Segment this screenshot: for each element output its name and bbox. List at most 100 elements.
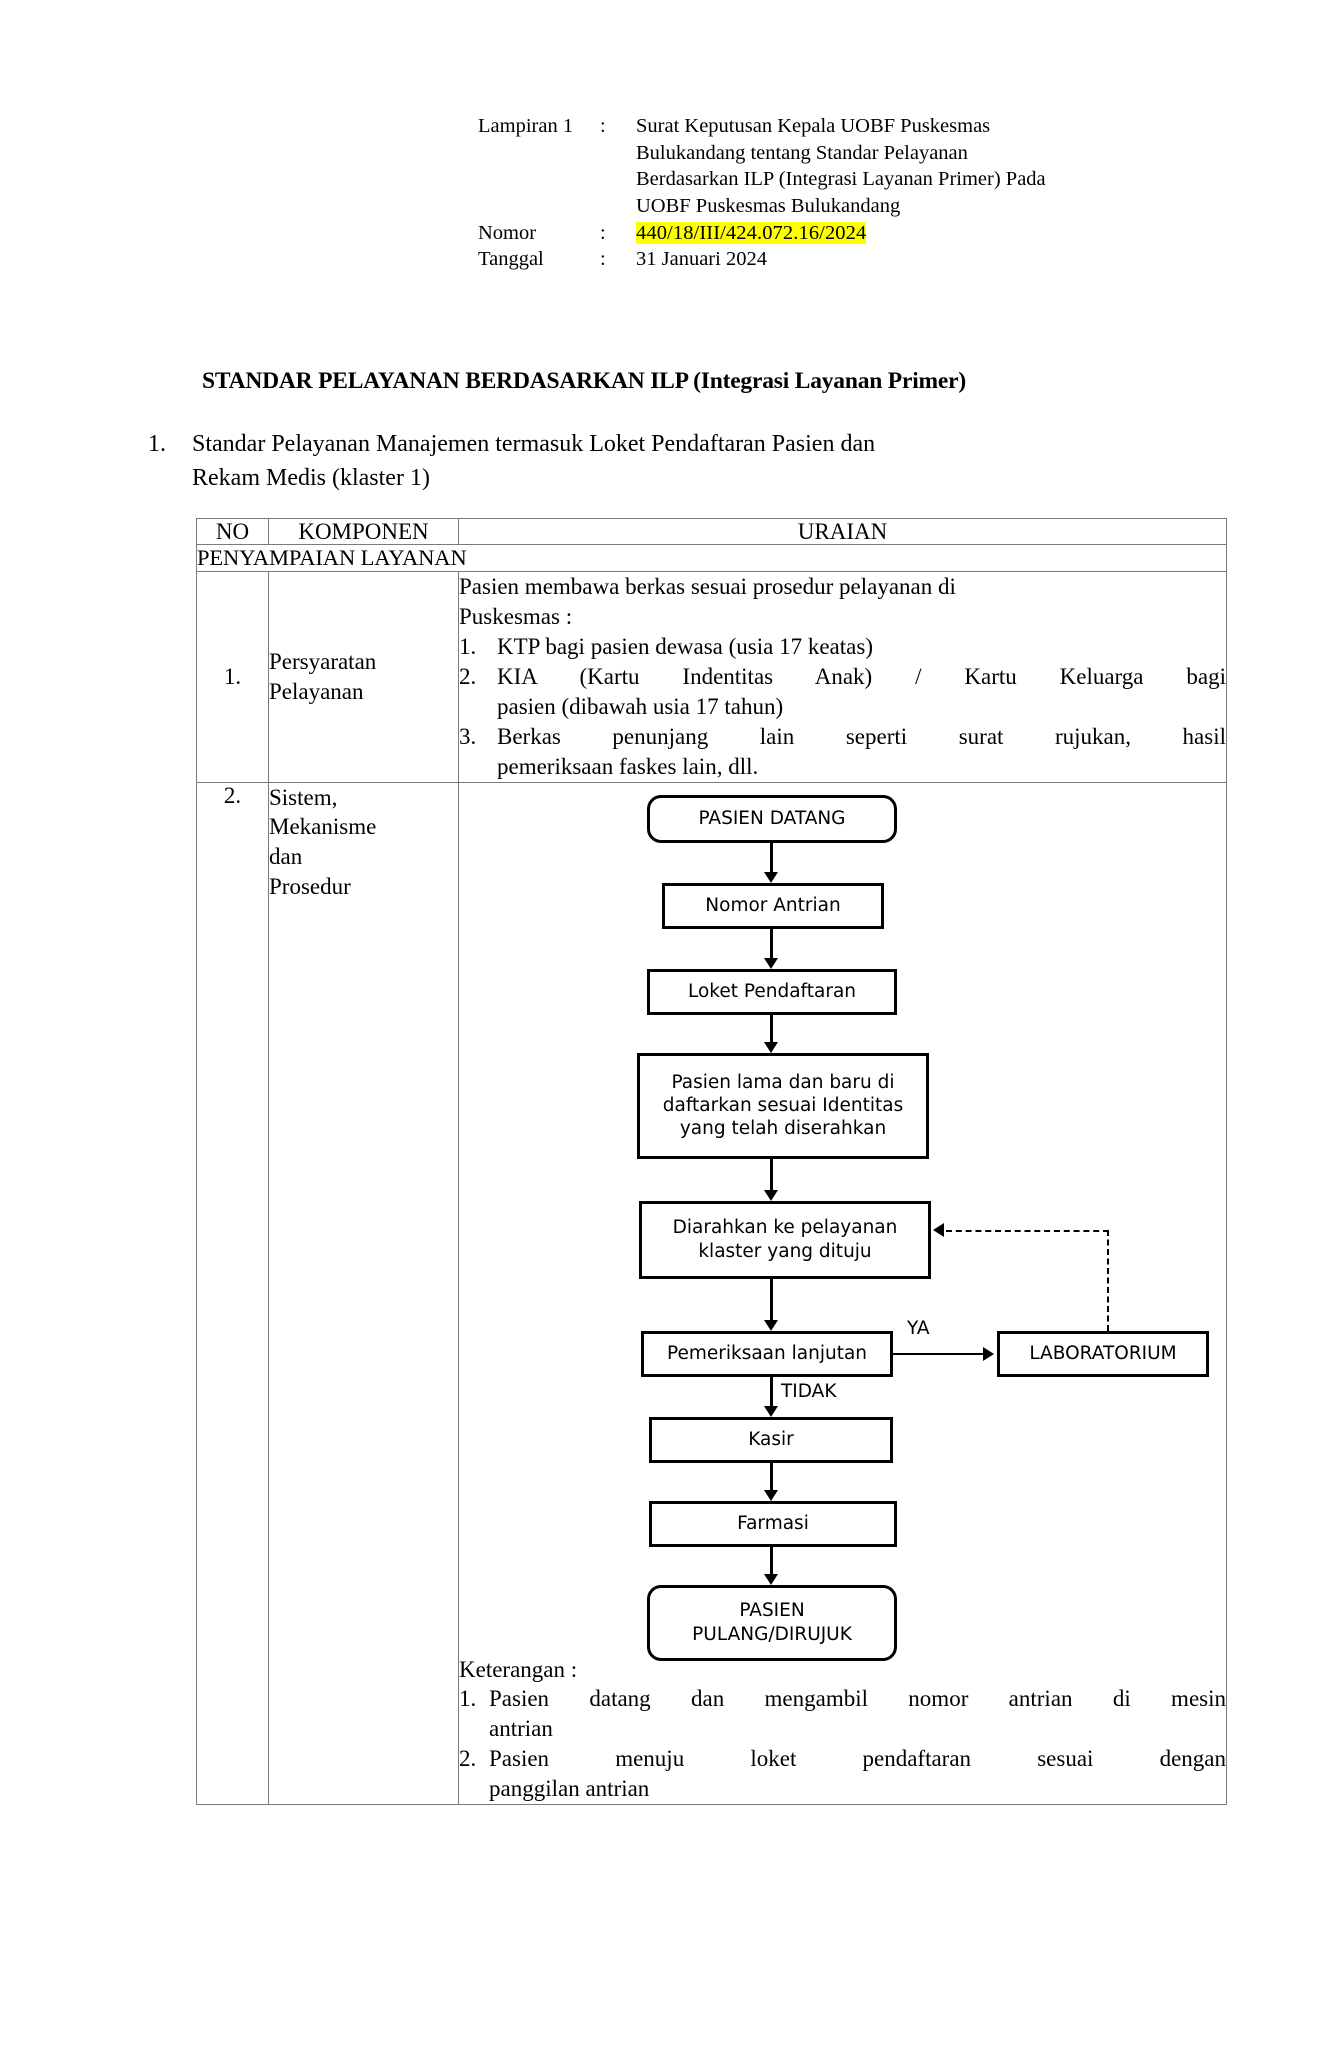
row-1-uraian: Pasien membawa berkas sesuai prosedur pe…: [458, 571, 1227, 783]
flow-connector-1: [770, 842, 773, 877]
row-1-requirements-list: 1. KTP bagi pasien dewasa (usia 17 keata…: [459, 632, 1226, 781]
flow-arrow-4: [764, 1189, 778, 1201]
flow-connector-ya: [893, 1352, 987, 1356]
flow-arrow-ya: [983, 1346, 994, 1361]
header-label-lampiran: Lampiran 1: [478, 115, 574, 137]
keterangan-list: 1. Pasien datang dan mengambil nomor ant…: [459, 1684, 1226, 1804]
flow-connector-7: [770, 1546, 773, 1579]
table-header-row: NO KOMPONEN URAIAN: [196, 517, 1227, 546]
row-1-item-2-body: KIA (Kartu Indentitas Anak) / Kartu Kelu…: [497, 662, 1226, 722]
header-value-lampiran: Surat Keputusan Kepala UOBF Puskesmas Bu…: [636, 113, 1178, 220]
row-2-komponen: Sistem, Mekanisme dan Prosedur: [268, 781, 459, 1805]
flow-arrow-7: [764, 1573, 778, 1585]
keterangan-item-1-body: Pasien datang dan mengambil nomor antria…: [489, 1684, 1226, 1744]
table-header-uraian: URAIAN: [458, 517, 1227, 546]
flow-arrow-3: [764, 1041, 778, 1053]
flow-node-farmasi: Farmasi: [649, 1500, 897, 1547]
nomor-highlighted-value: 440/18/III/424.072.16/2024: [636, 221, 867, 244]
row-1-intro-line-1: Pasien membawa berkas sesuai prosedur pe…: [459, 574, 956, 600]
row-2-komponen-line-3: dan: [269, 844, 303, 870]
flow-node-diarahkan-klaster-line-1: Diarahkan ke pelayanan: [672, 1217, 898, 1239]
row-2-number: 2.: [196, 781, 269, 1805]
row-2-komponen-line-2: Mekanisme: [269, 814, 377, 840]
row-1-item-3-number: 3.: [459, 723, 477, 749]
flow-connector-2: [770, 928, 773, 963]
flow-node-loket-pendaftaran: Loket Pendaftaran: [647, 968, 897, 1015]
row-2-komponen-line-1: Sistem,: [269, 784, 338, 810]
header-row-nomor: Nomor : 440/18/III/424.072.16/2024: [478, 220, 1178, 247]
flow-connector-3: [770, 1014, 773, 1047]
keterangan-item-1-number: 1.: [459, 1686, 477, 1712]
table-row: 2. Sistem, Mekanisme dan Prosedur PASIEN…: [196, 781, 1227, 1805]
list-item: 2. Pasien menuju loket pendaftaran sesua…: [459, 1744, 1226, 1804]
header-value-tanggal: 31 Januari 2024: [636, 246, 1178, 273]
keterangan-item-1-line-1: Pasien datang dan mengambil nomor antria…: [489, 1686, 1226, 1712]
flow-feedback-vertical: [1107, 1229, 1109, 1331]
row-1-number: 1.: [196, 571, 269, 783]
flow-node-pendaftaran-identitas: Pasien lama dan baru di daftarkan sesuai…: [637, 1052, 929, 1159]
keterangan-item-2-line-2: panggilan antrian: [489, 1776, 650, 1802]
row-1-item-1-number: 1.: [459, 634, 477, 660]
flow-connector-tidak: [770, 1376, 773, 1411]
flow-edge-label-ya: YA: [907, 1317, 930, 1339]
row-1-item-3-body: Berkas penunjang lain seperti surat ruju…: [497, 722, 1226, 782]
flow-node-farmasi-label: Farmasi: [737, 1512, 809, 1534]
header-label-tanggal: Tanggal: [478, 248, 544, 271]
row-1-komponen-line-1: Persyaratan: [269, 649, 377, 675]
list-item: 1. Pasien datang dan mengambil nomor ant…: [459, 1684, 1226, 1744]
flow-node-pasien-datang-label: PASIEN DATANG: [698, 807, 846, 829]
tanggal-value: 31 Januari 2024: [636, 248, 767, 271]
row-2-uraian: PASIEN DATANG Nomor Antrian Loket Pendaf: [458, 781, 1227, 1805]
flow-feedback-arrow: [933, 1222, 944, 1237]
header-row-tanggal: Tanggal : 31 Januari 2024: [478, 246, 1178, 273]
row-1-item-2-line-1: KIA (Kartu Indentitas Anak) / Kartu Kelu…: [497, 663, 1226, 689]
row-1-item-3-line-2: pemeriksaan faskes lain, dll.: [497, 753, 759, 779]
service-flow-diagram: PASIEN DATANG Nomor Antrian Loket Pendaf: [459, 789, 1219, 1661]
header-lampiran-line-2: Bulukandang tentang Standar Pelayanan: [636, 141, 968, 164]
flow-node-diarahkan-klaster: Diarahkan ke pelayanan klaster yang ditu…: [639, 1200, 931, 1279]
flow-node-nomor-antrian-label: Nomor Antrian: [705, 894, 841, 916]
page-title: STANDAR PELAYANAN BERDASARKAN ILP (Integ…: [202, 368, 966, 394]
row-1-komponen: Persyaratan Pelayanan: [268, 571, 459, 783]
flow-connector-6: [770, 1462, 773, 1495]
flow-node-nomor-antrian: Nomor Antrian: [662, 882, 884, 929]
row-1-item-2-number: 2.: [459, 663, 477, 689]
header-row-lampiran: Lampiran 1 : Surat Keputusan Kepala UOBF…: [478, 113, 1178, 220]
flow-arrow-6: [764, 1489, 778, 1501]
flow-edge-label-tidak: TIDAK: [781, 1380, 837, 1402]
keterangan-heading: Keterangan :: [459, 1656, 578, 1682]
table-section-row: PENYAMPAIAN LAYANAN: [196, 544, 1227, 573]
keterangan-item-1-line-2: antrian: [489, 1716, 553, 1742]
section-title-penyampaian-layanan: PENYAMPAIAN LAYANAN: [196, 544, 1227, 573]
flow-arrow-5: [764, 1319, 778, 1331]
flow-node-pemeriksaan-lanjutan-label: Pemeriksaan lanjutan: [666, 1342, 868, 1364]
flow-node-loket-pendaftaran-label: Loket Pendaftaran: [688, 980, 856, 1002]
intro-number: 1.: [148, 431, 166, 457]
header-value-nomor: 440/18/III/424.072.16/2024: [636, 220, 1178, 247]
row-1-item-3-line-1: Berkas penunjang lain seperti surat ruju…: [497, 723, 1226, 749]
intro-text: Standar Pelayanan Manajemen termasuk Lok…: [192, 428, 1158, 495]
keterangan-item-2-body: Pasien menuju loket pendaftaran sesuai d…: [489, 1744, 1226, 1804]
table-header-komponen: KOMPONEN: [268, 517, 459, 546]
header-lampiran-line-4: UOBF Puskesmas Bulukandang: [636, 194, 901, 217]
header-label-nomor: Nomor: [478, 221, 537, 244]
flow-node-pasien-pulang-line-1: PASIEN: [739, 1600, 805, 1622]
flow-node-pendaftaran-identitas-line-2: daftarkan sesuai Identitas: [662, 1094, 904, 1116]
row-1-item-1-line-1: KTP bagi pasien dewasa (usia 17 keatas): [497, 634, 873, 660]
intro-line-2: Rekam Medis (klaster 1): [192, 464, 430, 491]
list-item: 3. Berkas penunjang lain seperti surat r…: [459, 722, 1226, 782]
flow-feedback-horizontal: [946, 1229, 1109, 1232]
flow-node-pendaftaran-identitas-line-1: Pasien lama dan baru di: [671, 1071, 895, 1093]
intro-line-1: Standar Pelayanan Manajemen termasuk Lok…: [192, 431, 876, 457]
list-item: 2. KIA (Kartu Indentitas Anak) / Kartu K…: [459, 662, 1226, 722]
flow-connector-4: [770, 1158, 773, 1195]
flow-node-diarahkan-klaster-line-2: klaster yang dituju: [698, 1240, 872, 1262]
flow-node-laboratorium-label: LABORATORIUM: [1029, 1342, 1177, 1364]
letter-reference-header: Lampiran 1 : Surat Keputusan Kepala UOBF…: [478, 113, 1178, 273]
flow-node-kasir-label: Kasir: [748, 1428, 794, 1450]
flow-arrow-1: [764, 871, 778, 883]
standar-pelayanan-table: NO KOMPONEN URAIAN PENYAMPAIAN LAYANAN 1…: [196, 517, 1227, 1805]
intro-paragraph: 1. Standar Pelayanan Manajemen termasuk …: [148, 428, 1158, 495]
row-1-item-1-body: KTP bagi pasien dewasa (usia 17 keatas): [497, 632, 1226, 662]
